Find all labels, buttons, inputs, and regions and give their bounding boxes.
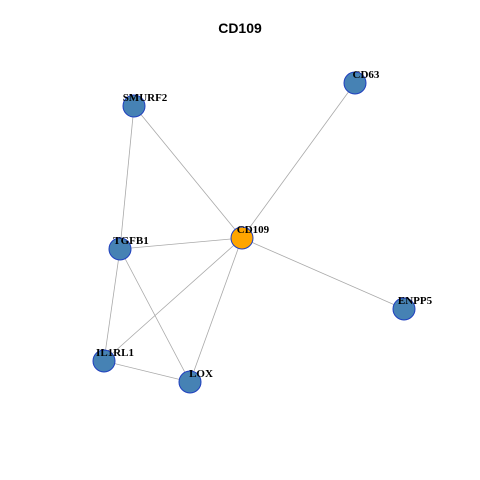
node-lox: [178, 370, 202, 394]
node-layer: [92, 71, 416, 394]
node-cd109: [230, 226, 254, 250]
node-label-tgfb1: TGFB1: [113, 235, 148, 247]
edge-cd109-il1rl1: [103, 237, 243, 362]
node-label-lox: LOX: [189, 368, 213, 380]
edge-cd109-tgfb1: [119, 237, 243, 250]
edge-il1rl1-lox: [103, 360, 191, 383]
node-tgfb1: [108, 237, 132, 261]
graph-title: CD109: [218, 20, 262, 36]
edge-cd109-smurf2: [133, 105, 243, 239]
edge-cd109-cd63: [241, 82, 356, 239]
node-label-cd63: CD63: [353, 69, 380, 81]
node-il1rl1: [92, 349, 116, 373]
node-label-cd109: CD109: [237, 224, 270, 236]
node-label-enpp5: ENPP5: [398, 295, 433, 307]
node-label-il1rl1: IL1RL1: [96, 347, 134, 359]
node-smurf2: [122, 94, 146, 118]
edge-cd109-enpp5: [241, 237, 405, 310]
node-cd63: [343, 71, 367, 95]
edge-tgfb1-il1rl1: [103, 248, 121, 362]
edge-smurf2-tgfb1: [119, 105, 135, 250]
edge-layer: [103, 82, 405, 383]
edge-tgfb1-lox: [119, 248, 191, 383]
node-enpp5: [392, 297, 416, 321]
edge-cd109-lox: [189, 237, 243, 383]
node-label-smurf2: SMURF2: [123, 92, 168, 104]
